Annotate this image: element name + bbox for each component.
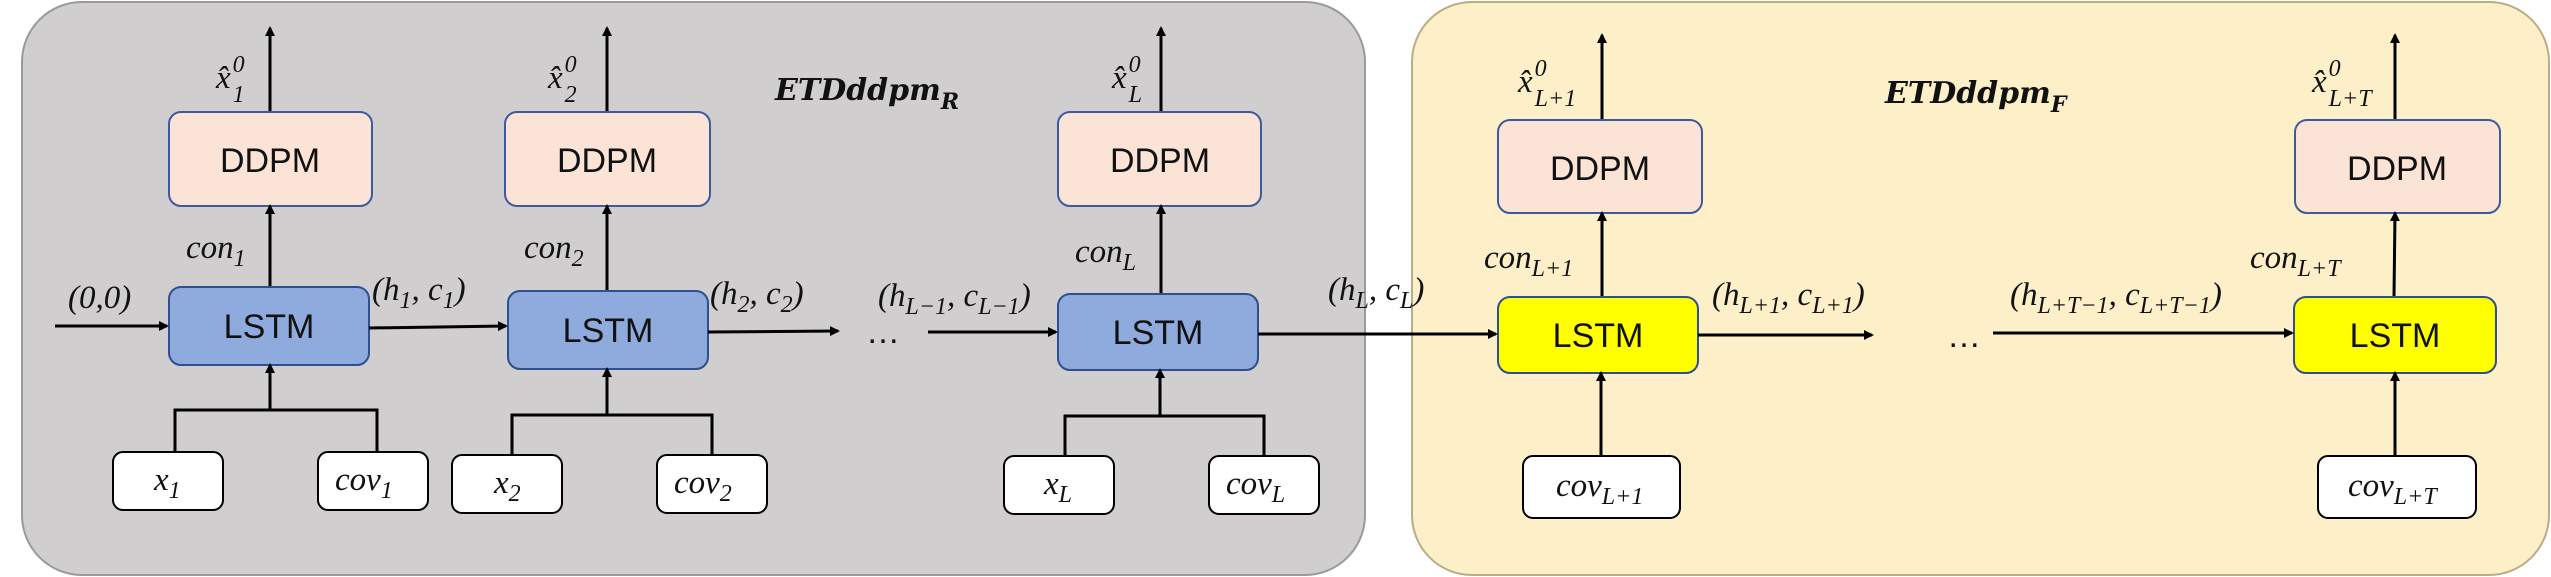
con-label-2: con2 bbox=[524, 230, 584, 272]
lstm-label-1: LSTM bbox=[224, 308, 315, 346]
con-label-1: con1 bbox=[186, 230, 246, 272]
state-label-1: (h1, c1) bbox=[372, 272, 466, 314]
ddpm-label-1: DDPM bbox=[220, 142, 320, 180]
state-label-L: (hL, cL) bbox=[1328, 272, 1424, 314]
forecast-panel-title: ETDddpmF bbox=[1884, 76, 2068, 118]
input-label-x1: x1 bbox=[153, 462, 181, 504]
input-label-cov2: cov2 bbox=[674, 465, 732, 507]
input-label-covL: covL bbox=[1226, 466, 1285, 508]
con-label-LT: conL+T bbox=[2250, 240, 2342, 282]
input-box-cov2 bbox=[656, 454, 768, 514]
input-bracket-L bbox=[1063, 414, 1266, 456]
input-label-xL: xL bbox=[1043, 466, 1072, 508]
input-box-xL bbox=[1003, 455, 1115, 515]
input-label-cov1: cov1 bbox=[335, 462, 393, 504]
input-bracket-1 bbox=[173, 408, 379, 452]
con-arrow-LT bbox=[2389, 211, 2400, 298]
ddpm-label-LT: DDPM bbox=[2347, 150, 2447, 188]
input-box-covL bbox=[1208, 455, 1320, 515]
ddpm-label-L: DDPM bbox=[1110, 142, 1210, 180]
state-arrow-1 bbox=[368, 321, 508, 332]
input-box-x1 bbox=[112, 451, 224, 511]
state-label-Lp1: (hL+1, cL+1) bbox=[1712, 277, 1865, 319]
input-label-covL1: covL+1 bbox=[1556, 468, 1643, 510]
lstm-label-L: LSTM bbox=[1113, 314, 1204, 352]
input-box-cov1 bbox=[317, 451, 429, 511]
lstm-label-2: LSTM bbox=[563, 312, 654, 350]
lstm-label-LT: LSTM bbox=[2350, 317, 2441, 355]
lstm-label-L1: LSTM bbox=[1553, 317, 1644, 355]
ellipsis-reconstruction: … bbox=[866, 313, 900, 351]
state-arrow-2 bbox=[707, 326, 840, 337]
input-bracket-2 bbox=[510, 413, 714, 455]
input-box-covLT bbox=[2317, 455, 2477, 519]
state-label-2: (h2, c2) bbox=[710, 276, 804, 318]
con-label-L: conL bbox=[1075, 234, 1136, 276]
con-label-L1: conL+1 bbox=[1484, 240, 1573, 282]
reconstruction-panel-title: ETDddpmR bbox=[774, 73, 959, 115]
init-state-label: (0,0) bbox=[68, 280, 131, 316]
input-label-x2: x2 bbox=[493, 465, 521, 507]
input-label-covLT: covL+T bbox=[2348, 468, 2438, 510]
ddpm-label-2: DDPM bbox=[557, 142, 657, 180]
state-label-LTm1: (hL+T−1, cL+T−1) bbox=[2010, 277, 2222, 319]
ellipsis-forecast: … bbox=[1947, 317, 1981, 355]
input-box-covL1 bbox=[1522, 455, 1681, 519]
state-label-Lm1: (hL−1, cL−1) bbox=[878, 278, 1031, 320]
ddpm-label-L1: DDPM bbox=[1550, 150, 1650, 188]
input-box-x2 bbox=[451, 454, 563, 514]
